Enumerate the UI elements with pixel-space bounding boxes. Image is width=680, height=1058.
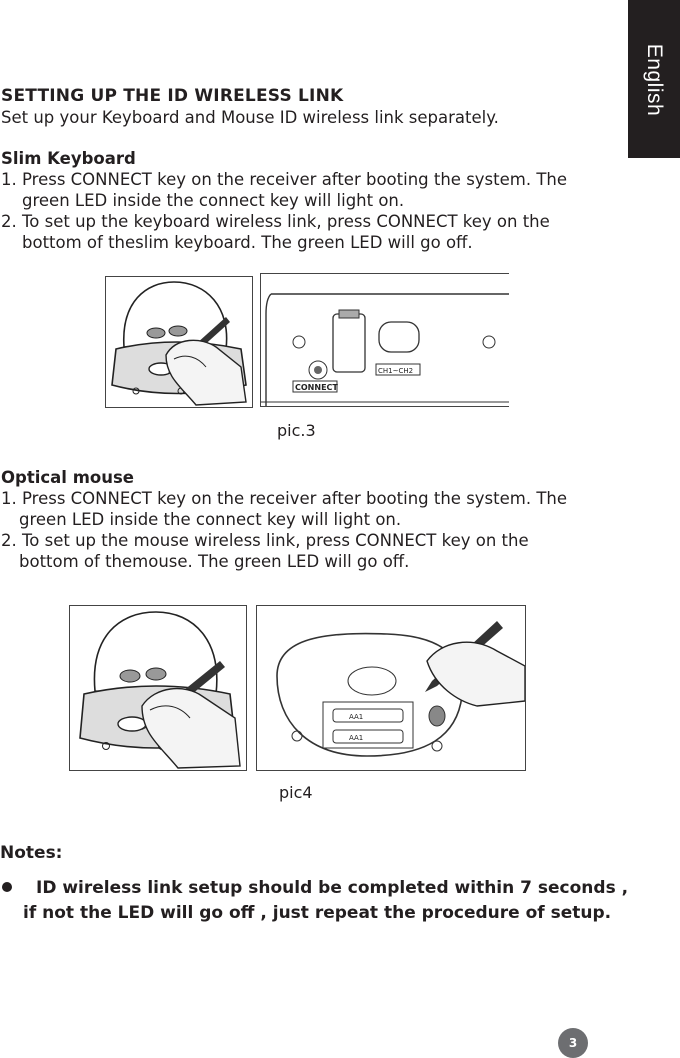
channel-label: CH1~CH2 xyxy=(378,367,413,375)
keyboard-bottom-illustration: CONNECT CH1~CH2 xyxy=(260,273,509,407)
receiver-illustration-2 xyxy=(69,605,247,771)
language-tab-label: English xyxy=(643,43,666,117)
note-line-2: if not the LED will go off , just repeat… xyxy=(23,903,612,923)
connect-label: CONNECT xyxy=(295,383,338,392)
mouse-bottom-illustration: AA1 AA1 xyxy=(256,605,526,771)
mouse-step-1: 1. Press CONNECT key on the receiver aft… xyxy=(1,489,568,508)
keyboard-step-2: 2. To set up the keyboard wireless link,… xyxy=(1,212,550,231)
mouse-step-2: 2. To set up the mouse wireless link, pr… xyxy=(1,531,529,550)
mouse-step-1-cont: green LED inside the connect key will li… xyxy=(19,510,402,529)
mouse-step-2-cont: bottom of themouse. The green LED will g… xyxy=(19,552,410,571)
keyboard-heading: Slim Keyboard xyxy=(1,149,136,168)
keyboard-step-1-cont: green LED inside the connect key will li… xyxy=(22,191,405,210)
pic3-caption: pic.3 xyxy=(277,421,316,440)
page-number: 3 xyxy=(558,1028,588,1058)
battery-label-2: AA1 xyxy=(349,734,363,742)
notes-heading: Notes: xyxy=(0,843,63,863)
bullet-icon xyxy=(2,882,12,892)
keyboard-step-1: 1. Press CONNECT key on the receiver aft… xyxy=(1,170,568,189)
pic4-caption: pic4 xyxy=(279,783,313,802)
note-line-1: ID wireless link setup should be complet… xyxy=(36,878,629,898)
page-title: SETTING UP THE ID WIRELESS LINK xyxy=(1,86,344,106)
language-tab: English xyxy=(628,0,680,158)
battery-label-1: AA1 xyxy=(349,713,363,721)
intro-text: Set up your Keyboard and Mouse ID wirele… xyxy=(1,108,499,127)
receiver-illustration xyxy=(105,276,253,408)
mouse-heading: Optical mouse xyxy=(1,468,134,487)
keyboard-step-2-cont: bottom of theslim keyboard. The green LE… xyxy=(22,233,473,252)
